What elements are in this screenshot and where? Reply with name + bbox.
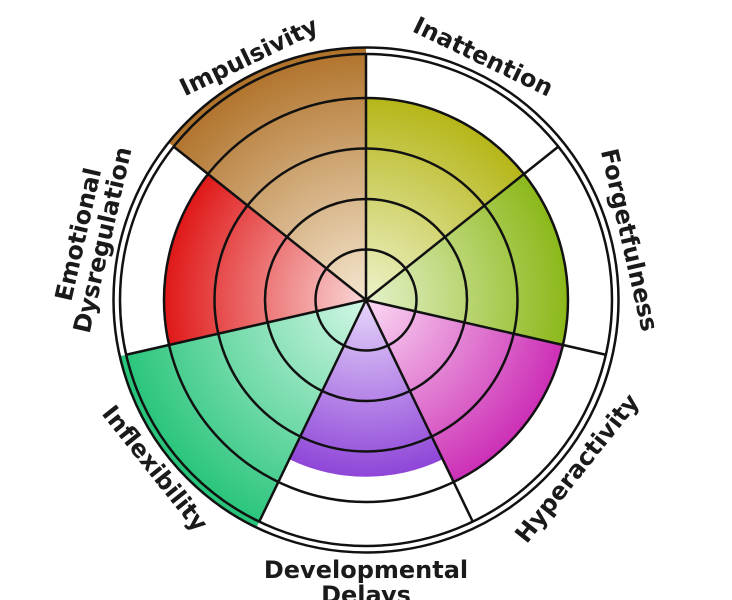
segment-developmental-delays: [289, 300, 443, 477]
segments-layer: [119, 47, 568, 528]
grid-ring: [112, 46, 620, 554]
segment-inattention: [366, 98, 524, 300]
segment-dividers: [125, 54, 607, 523]
segment-divider: [364, 299, 474, 523]
segment-divider: [125, 298, 367, 356]
segment-label: Developmental: [264, 556, 468, 584]
segment-impulsivity: [168, 47, 366, 300]
segment-divider: [172, 145, 367, 301]
segment-divider: [365, 298, 607, 356]
segment-divider: [258, 299, 368, 523]
segment-label: Delays: [321, 581, 411, 600]
segment-divider: [365, 145, 560, 301]
